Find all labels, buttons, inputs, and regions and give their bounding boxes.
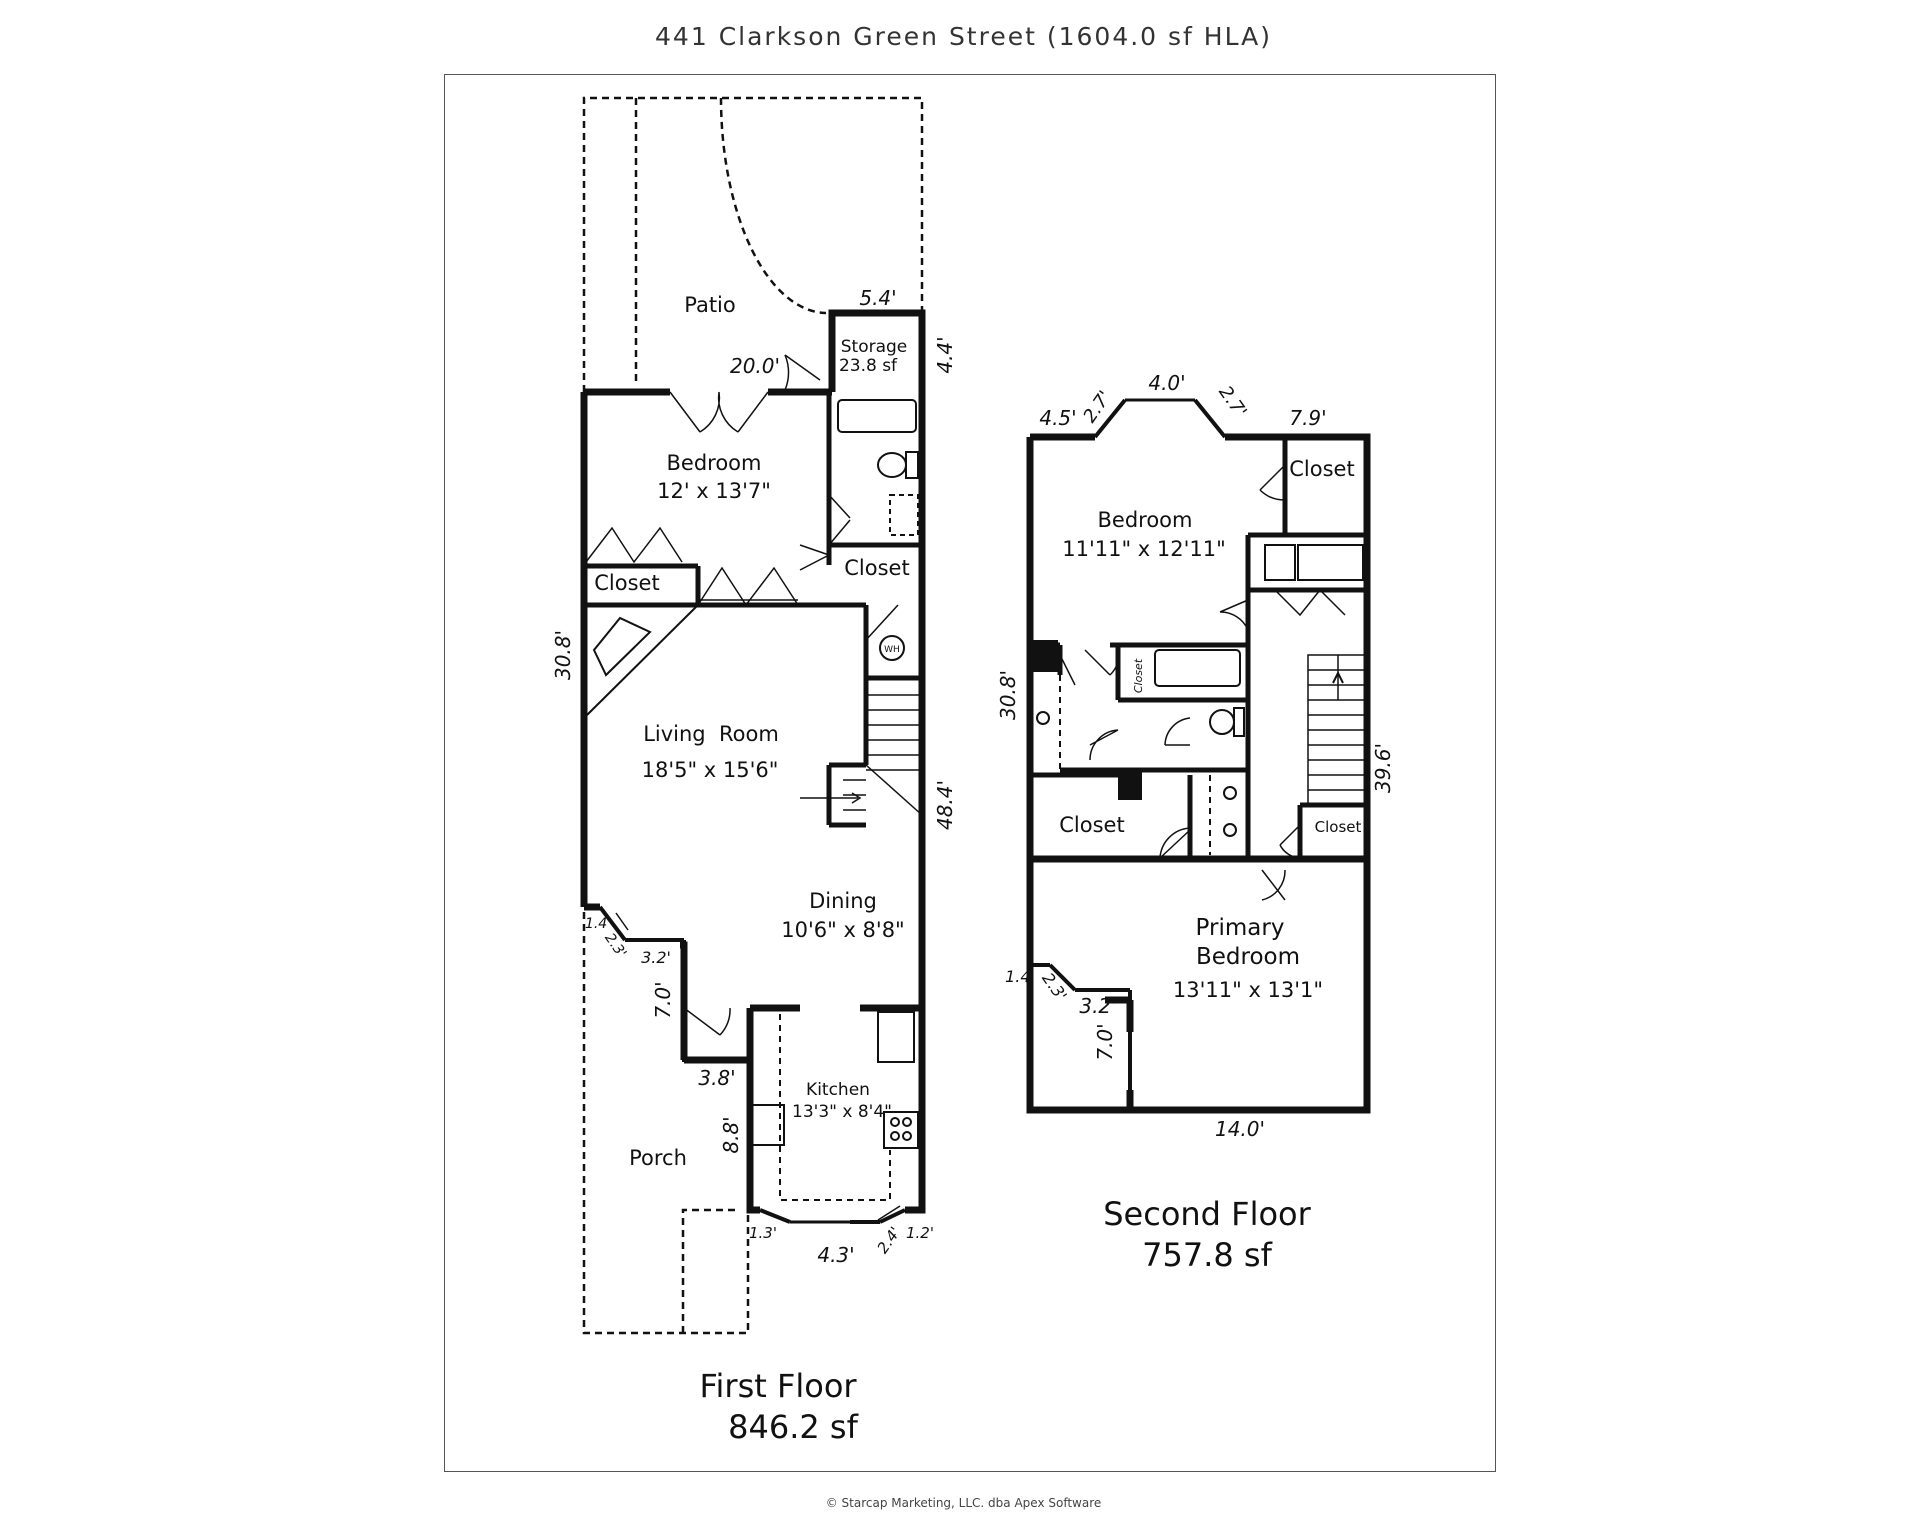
dim-4-0: 4.0' xyxy=(1148,371,1185,395)
second-floor-bay xyxy=(1030,398,1345,1111)
room-label-closet-left: Closet xyxy=(594,571,659,595)
room-label-closet-small: Closet xyxy=(1132,658,1145,693)
room-size-primary: 13'11" x 13'1" xyxy=(1173,978,1323,1002)
first-floor-dashed-outdoor xyxy=(582,96,924,1335)
dim-3-2-first: 3.2' xyxy=(641,948,671,967)
dim-4-3: 4.3' xyxy=(817,1243,854,1267)
room-size-living: 18'5" x 15'6" xyxy=(642,758,779,782)
room-label-dining: Dining xyxy=(809,889,877,913)
room-label-closet-right: Closet xyxy=(844,556,909,580)
dim-3-2-second: 3.2' xyxy=(1079,994,1116,1018)
second-floor-doors xyxy=(1059,464,1346,901)
second-floor-plan xyxy=(1026,398,1371,1114)
first-floor-labels: Patio Storage 23.8 sf Bedroom 12' x 13'7… xyxy=(551,286,957,1446)
room-label-kitchen: Kitchen xyxy=(806,1080,870,1100)
dim-20-0: 20.0' xyxy=(730,354,780,378)
dim-4-5: 4.5' xyxy=(1039,406,1076,430)
dim-30-8-second: 30.8' xyxy=(996,670,1020,720)
room-label-living: Living Room xyxy=(643,722,779,746)
dim-2-3-second: 2.3' xyxy=(1038,969,1071,1004)
dim-2-4: 2.4' xyxy=(874,1224,905,1257)
room-label-storage: Storage xyxy=(841,337,908,357)
room-label-closet-top: Closet xyxy=(1289,457,1354,481)
room-label-porch: Porch xyxy=(629,1146,687,1170)
room-label-bedroom-first: Bedroom xyxy=(667,451,762,475)
dim-1-4-second: 1.4' xyxy=(1005,967,1035,986)
second-floor-fixtures xyxy=(1036,544,1364,855)
first-floor-bay xyxy=(584,905,906,1224)
first-floor-area: 846.2 sf xyxy=(728,1408,858,1446)
room-label-closet-right-second: Closet xyxy=(1315,818,1362,836)
copyright-credit: © Starcap Marketing, LLC. dba Apex Softw… xyxy=(825,1496,1102,1510)
second-floor-name: Second Floor xyxy=(1103,1195,1311,1233)
room-size-bedroom-second: 11'11" x 12'11" xyxy=(1062,537,1226,561)
dim-7-0-second: 7.0' xyxy=(1093,1023,1117,1060)
dim-14-0: 14.0' xyxy=(1215,1117,1265,1141)
first-floor-plan xyxy=(580,96,926,1335)
room-label-primary-bedroom: Bedroom xyxy=(1196,944,1300,970)
dim-7-0-first: 7.0' xyxy=(651,981,675,1018)
second-floor-interior-walls xyxy=(1030,437,1367,863)
second-floor-labels: Bedroom 11'11" x 12'11" Closet Closet Cl… xyxy=(996,371,1395,1274)
room-size-kitchen: 13'3" x 8'4" xyxy=(792,1102,892,1122)
dim-30-8-first: 30.8' xyxy=(551,630,575,680)
dim-1-3: 1.3' xyxy=(749,1224,777,1242)
room-label-closet-left-second: Closet xyxy=(1059,813,1124,837)
dim-1-4-first: 1.4' xyxy=(585,916,611,932)
dim-2-3-first: 2.3' xyxy=(601,930,629,961)
dim-8-8: 8.8' xyxy=(719,1116,743,1153)
first-floor-name: First Floor xyxy=(699,1367,857,1405)
dim-48-4: 48.4' xyxy=(933,780,957,830)
dim-39-6: 39.6' xyxy=(1371,743,1395,793)
room-label-bedroom-second: Bedroom xyxy=(1098,508,1193,532)
room-area-storage: 23.8 sf xyxy=(839,356,898,376)
second-floor-stairs xyxy=(1307,654,1368,806)
room-size-dining: 10'6" x 8'8" xyxy=(781,918,904,942)
first-floor-fixtures xyxy=(592,399,919,1201)
dim-1-2: 1.2' xyxy=(906,1224,934,1242)
page-title: 441 Clarkson Green Street (1604.0 sf HLA… xyxy=(655,22,1272,51)
dim-5-4: 5.4' xyxy=(859,286,896,310)
dim-2-7b: 2.7' xyxy=(1214,382,1250,422)
first-floor-doors xyxy=(585,354,901,1221)
plan-frame xyxy=(444,74,1496,1472)
second-floor-solid-blocks xyxy=(1030,640,1142,800)
dim-7-9: 7.9' xyxy=(1289,406,1326,430)
dim-4-4: 4.4' xyxy=(933,336,957,373)
second-floor-area: 757.8 sf xyxy=(1142,1236,1272,1274)
wh-label: WH xyxy=(884,645,900,655)
room-label-primary: Primary xyxy=(1196,915,1285,941)
room-label-patio: Patio xyxy=(684,293,736,317)
room-size-bedroom-first: 12' x 13'7" xyxy=(657,479,771,503)
first-floor-interior-walls xyxy=(584,392,922,828)
first-floor-stairs xyxy=(800,694,923,816)
dim-3-8: 3.8' xyxy=(698,1066,735,1090)
